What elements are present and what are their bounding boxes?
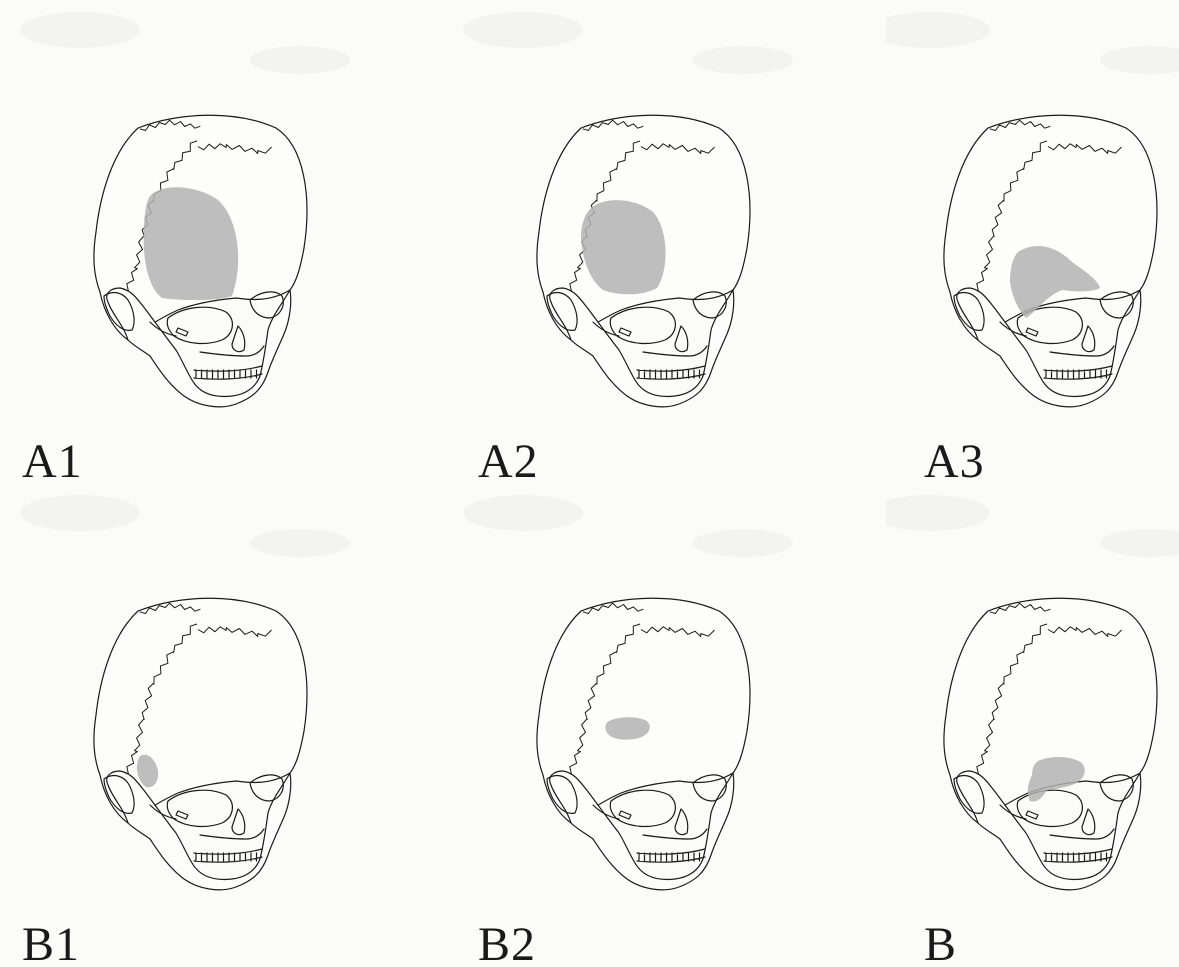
skull-icon [443,483,836,966]
nasal-cavity [675,326,688,352]
panel-b1: B1 [0,483,393,966]
skull-icon [886,483,1179,966]
skull-icon [443,0,836,483]
panel-a3: A3 [886,0,1179,483]
panel-label: B2 [478,921,536,967]
maxilla-line [1050,346,1114,356]
skull-icon [0,483,393,966]
panel-a2: A2 [443,0,836,483]
panel-b2: B2 [443,483,836,966]
panel-a1: A1 [0,0,393,483]
maxilla-line [1050,829,1114,839]
orbit-left [610,790,675,826]
zygoma-notch [1026,811,1038,819]
panel-label: A1 [22,438,83,486]
nasal-cavity [675,809,688,835]
panel-b: B [886,483,1179,966]
maxilla-line [643,346,707,356]
zygoma-notch [619,328,631,336]
orbit-left [167,307,232,343]
maxilla-line [200,829,264,839]
orbit-left [610,307,675,343]
panel-label: A3 [924,438,985,486]
nasal-cavity [232,326,245,352]
panel-label: B1 [22,921,80,967]
zygoma-notch [619,811,631,819]
maxilla-line [200,346,264,356]
skull-icon [0,0,393,483]
orbit-left [167,790,232,826]
orbit-left [1017,790,1082,826]
teeth [1044,366,1112,379]
teeth [637,849,705,862]
skull-icon [886,0,1179,483]
teeth [637,366,705,379]
maxilla-line [643,829,707,839]
nasal-cavity [232,809,245,835]
panel-label: A2 [478,438,539,486]
zygoma-notch [176,328,188,336]
zygoma-notch [1026,328,1038,336]
panel-label: B [924,921,957,967]
zygoma-notch [176,811,188,819]
nasal-cavity [1082,809,1095,835]
teeth [194,366,262,379]
nasal-cavity [1082,326,1095,352]
teeth [1044,849,1112,862]
teeth [194,849,262,862]
